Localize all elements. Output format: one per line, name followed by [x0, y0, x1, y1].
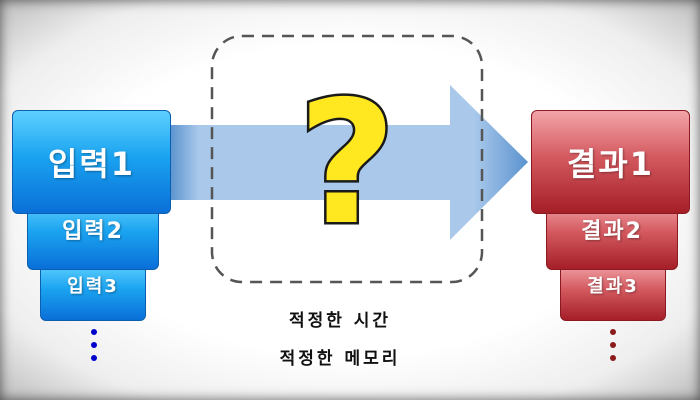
input-label-1: 입력1	[47, 145, 136, 183]
output-more-dots	[609, 329, 617, 368]
input-box-1: 입력1	[12, 110, 171, 214]
output-label-1: 결과1	[566, 145, 655, 183]
input-more-dots	[90, 329, 98, 368]
output-box-3: 결과3	[560, 263, 666, 321]
input-label-2: 입력2	[62, 219, 124, 244]
output-label-3: 결과3	[587, 276, 639, 297]
caption-memory: 적정한 메모리	[279, 349, 401, 369]
output-box-1: 결과1	[531, 110, 690, 214]
arrow-shape	[170, 85, 528, 240]
input-box-3: 입력3	[40, 263, 146, 321]
input-label-3: 입력3	[67, 276, 119, 297]
output-label-2: 결과2	[581, 219, 643, 244]
dashed-frame	[210, 34, 484, 284]
question-mark-icon: ?	[298, 65, 397, 263]
caption-time: 적정한 시간	[288, 311, 392, 331]
